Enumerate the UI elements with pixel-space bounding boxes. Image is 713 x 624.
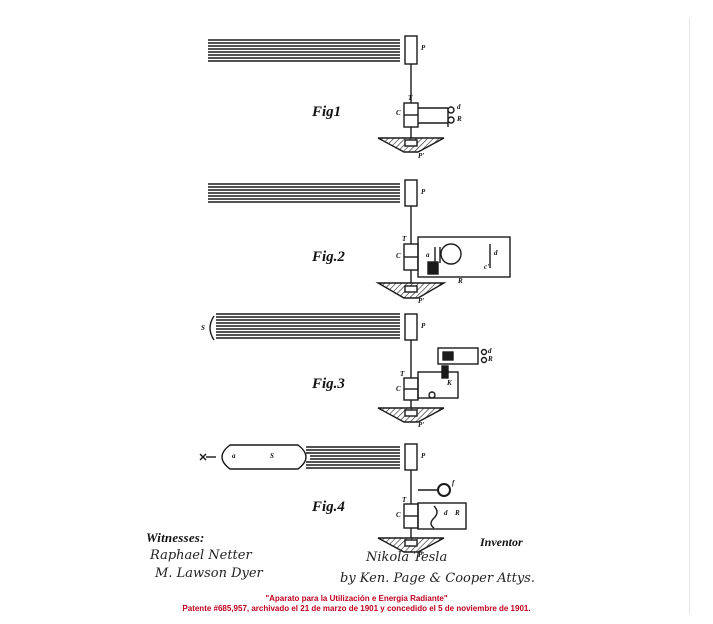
part-label-d: d [488,347,492,355]
plate-p [404,35,418,65]
relay-coil [442,351,454,361]
plate-p [404,179,418,207]
part-label-s: S [201,324,205,332]
part-label-s: S [270,452,274,460]
part-label-c: C [396,252,401,260]
part-label-y: P' [418,297,425,305]
part-label-y: P' [418,421,425,429]
radiation-lines [216,313,400,339]
radiation-lines [208,39,400,62]
figure-4-label: Fig.4 [312,499,345,515]
figure-2-label: Fig.2 [312,249,345,265]
part-label-r: R [455,509,460,517]
page-divider [689,18,690,614]
radiation-lines [208,183,400,203]
rotary-switch [440,243,462,265]
part-label-r: R [458,277,463,285]
caption-title: "Aparato para la Utilización e Energía R… [265,594,448,603]
witness-signature-1: Raphael Netter [150,548,252,563]
part-label-d: d [444,509,448,517]
condenser-c [403,102,419,128]
part-label-p: P [421,452,426,460]
part-label-c-prime: c' [484,263,490,271]
part-label-t: T [402,235,407,243]
part-label-f: f [452,479,455,487]
part-label-p: P [421,44,426,52]
part-label-t: T [402,496,407,504]
part-label-a: a [426,251,430,259]
part-label-r: R [488,355,493,363]
part-label-t: T [400,370,405,378]
part-label-d: d [494,249,498,257]
witness-signature-2: M. Lawson Dyer [155,566,263,581]
part-label-r: R [457,115,462,123]
plate-p [404,313,418,341]
inventor-signature: Nikola Tesla [366,550,448,565]
part-label-t: T [408,94,413,102]
plate-p [404,443,418,471]
condenser-c [403,243,419,271]
part-label-p: P [421,188,426,196]
inventor-label: Inventor [480,535,523,549]
part-label-c: C [396,109,401,117]
part-label-d: d [457,103,461,111]
figure-2-diagram [208,179,511,299]
switch-k [441,365,449,379]
part-label-y: P' [418,152,425,160]
witnesses-label: Witnesses: [146,530,205,545]
figure-3-diagram [209,313,488,423]
relay-coil [427,261,439,275]
attorneys-signature: by Ken. Page & Cooper Attys. [340,571,535,586]
caption-subtitle: Patente #685,957, archivado el 21 de mar… [182,604,531,613]
figure-1-diagram [208,35,455,153]
condenser-c [403,503,419,529]
source-arc-s [209,315,215,341]
radiation-lines [306,446,400,469]
electrode-f [437,483,451,497]
part-label-c: C [396,385,401,393]
part-label-a: a [232,452,236,460]
part-label-c: C [396,511,401,519]
part-label-y: P' [418,551,425,559]
part-label-p: P [421,322,426,330]
condenser-c [403,377,419,401]
part-label-k: K [447,379,452,387]
figure-3-label: Fig.3 [312,376,345,392]
vacuum-tube-s [199,444,307,470]
figure-1-label: Fig1 [312,104,342,120]
figure-4-diagram [199,443,467,553]
